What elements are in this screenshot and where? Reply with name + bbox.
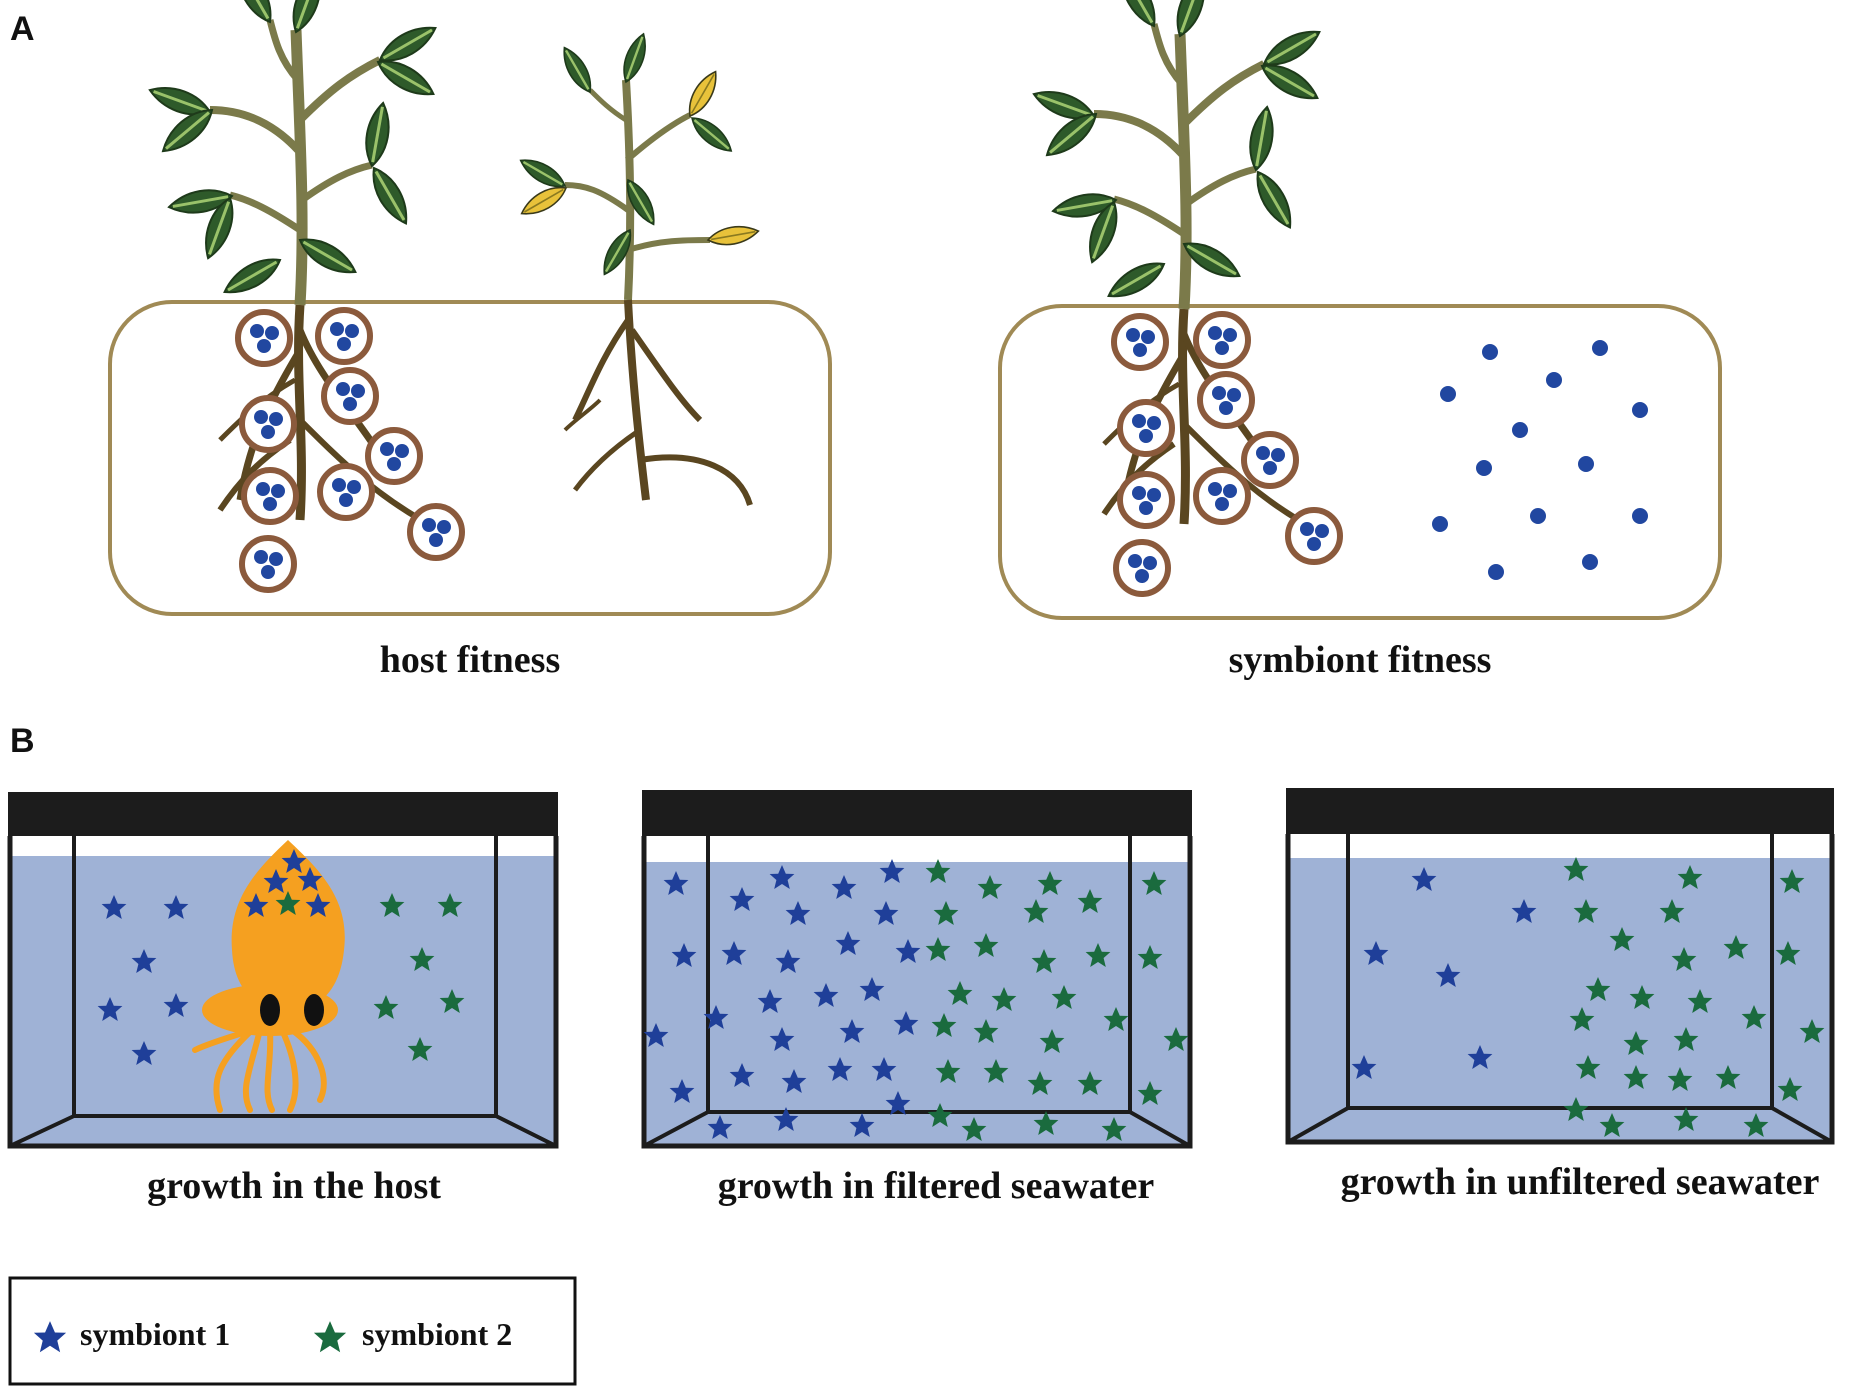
caption-host: growth in the host <box>147 1165 441 1207</box>
soil-box-host <box>108 300 832 616</box>
host-fitness-caption: host fitness <box>380 639 561 681</box>
free-living-bacteria <box>1432 340 1648 580</box>
panel-b-label: B <box>10 722 35 760</box>
legend-symbiont-1-label: symbiont 1 <box>80 1316 230 1352</box>
soil-box-symbiont <box>998 304 1722 620</box>
healthy-plant-with-symbionts <box>146 0 462 590</box>
tank-filtered <box>641 790 1193 1149</box>
tank-unfiltered <box>1285 788 1835 1145</box>
legend: symbiont 1 symbiont 2 <box>8 1276 577 1386</box>
panel-a-label: A <box>10 10 35 48</box>
healthy-plant-symbiont-fitness <box>1030 0 1340 594</box>
caption-filtered: growth in filtered seawater <box>718 1165 1155 1207</box>
unhealthy-plant-without-symbionts <box>515 29 761 506</box>
legend-symbiont-2-label: symbiont 2 <box>362 1316 512 1352</box>
tank-host <box>7 792 559 1149</box>
caption-unfiltered: growth in unfiltered seawater <box>1341 1161 1820 1203</box>
symbiont-fitness-caption: symbiont fitness <box>1229 639 1492 681</box>
squid-icon <box>192 840 345 1113</box>
